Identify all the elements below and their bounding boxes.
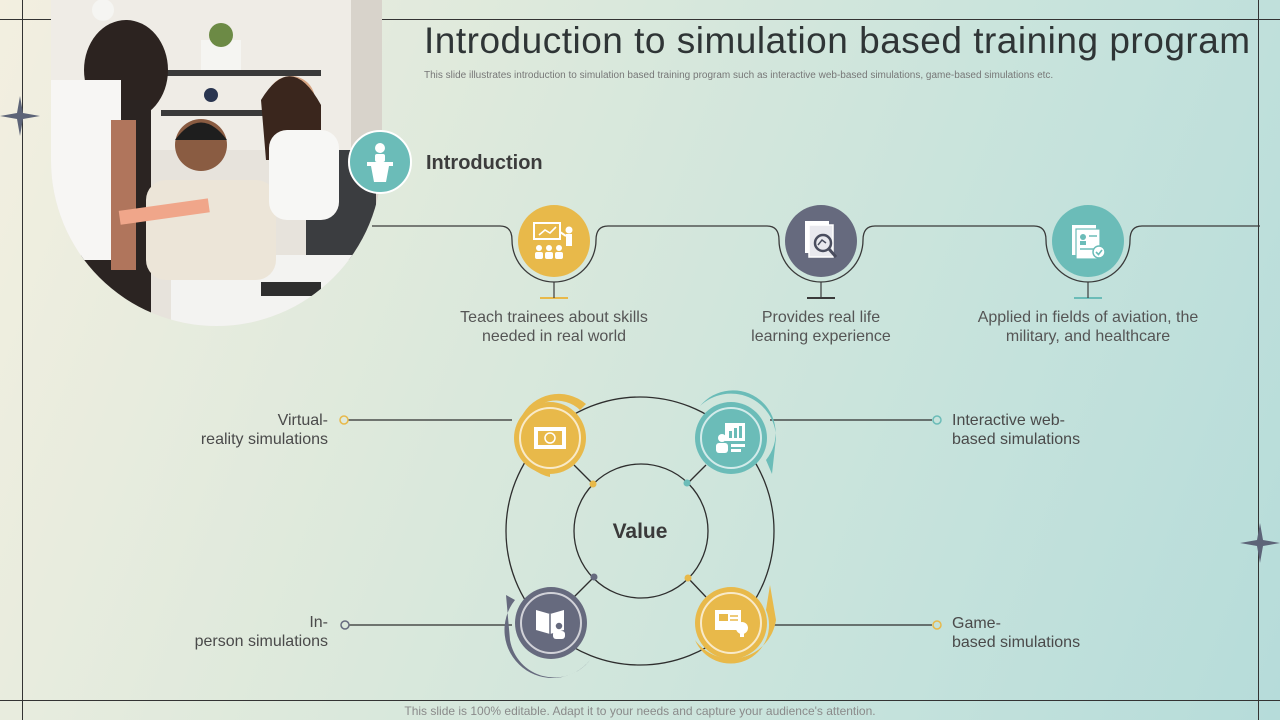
web-analytics-icon xyxy=(711,418,751,458)
sparkle-icon xyxy=(1240,523,1280,563)
introduction-heading: Introduction xyxy=(426,152,543,174)
label-line: In- xyxy=(309,614,328,631)
page-subtitle: This slide illustrates introduction to s… xyxy=(424,70,1054,81)
label-line: reality simulations xyxy=(200,431,328,448)
frame-line-bottom xyxy=(0,700,1280,701)
report-search-icon xyxy=(785,205,857,277)
label-line: Interactive web- xyxy=(952,412,1065,429)
speaker-podium-icon xyxy=(348,130,412,194)
value-center-label: Value xyxy=(612,520,668,543)
frame-line-top xyxy=(0,19,1280,20)
person-book-icon xyxy=(531,603,571,643)
label-line: Game- xyxy=(952,615,1001,632)
page-title: Introduction to simulation based trainin… xyxy=(424,20,1251,61)
sparkle-icon xyxy=(0,96,40,136)
trainer-presentation-icon xyxy=(518,205,590,277)
label-line: Virtual- xyxy=(277,412,328,429)
team-photo xyxy=(51,0,382,326)
game-idea-icon xyxy=(711,603,751,643)
label-interactive-web: Interactive web- based simulations xyxy=(952,411,1152,449)
label-game-based: Game- based simulations xyxy=(952,614,1152,652)
profile-document-icon xyxy=(1052,205,1124,277)
label-line: based simulations xyxy=(952,431,1081,448)
intro-caption-experience: Provides real life learning experience xyxy=(751,309,891,345)
footer-note: This slide is 100% editable. Adapt it to… xyxy=(404,704,876,718)
label-line: based simulations xyxy=(952,634,1081,651)
intro-caption-fields: Applied in fields of aviation, the milit… xyxy=(977,309,1199,345)
label-virtual-reality: Virtual- reality simulations xyxy=(140,411,328,449)
intro-caption-skills: Teach trainees about skills needed in re… xyxy=(460,309,648,345)
frame-line-left xyxy=(22,0,23,720)
frame-line-right xyxy=(1258,0,1259,720)
label-line: person simulations xyxy=(194,633,328,650)
label-in-person: In- person simulations xyxy=(140,613,328,651)
vr-screen-icon xyxy=(530,418,570,458)
